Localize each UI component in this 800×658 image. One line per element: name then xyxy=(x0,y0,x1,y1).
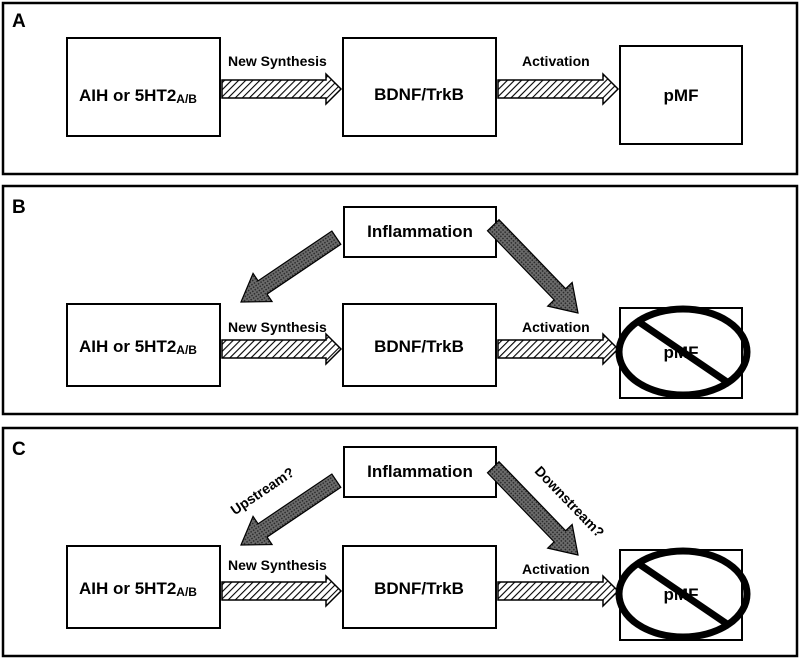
new-synthesis-label: New Synthesis xyxy=(228,557,327,573)
panel-a: A AIH or 5HT2A/B New Synthesis BDNF/TrkB… xyxy=(1,1,799,176)
activation-label: Activation xyxy=(522,319,590,335)
bdnf-box xyxy=(342,303,497,387)
aih-label: AIH or 5HT2A/B xyxy=(79,337,197,357)
bdnf-box xyxy=(342,37,497,137)
upstream-arrow xyxy=(240,473,342,546)
activation-label: Activation xyxy=(522,53,590,69)
aih-label: AIH or 5HT2A/B xyxy=(79,86,197,106)
prohibition-slash xyxy=(634,317,732,387)
bdnf-box xyxy=(342,545,497,629)
aih-label: AIH or 5HT2A/B xyxy=(79,579,197,599)
aih-box xyxy=(66,303,221,387)
inflammation-box xyxy=(343,206,497,258)
aih-box xyxy=(66,37,221,137)
aih-box xyxy=(66,545,221,629)
activation-label: Activation xyxy=(522,561,590,577)
prohibition-slash xyxy=(634,559,732,629)
panel-b: B Inflammation AIH or 5HT2A/B New Synthe… xyxy=(1,184,799,416)
inflammation-label: Inflammation xyxy=(367,462,473,481)
panel-c: C Inflammation Upstream? Downstream? AIH… xyxy=(1,426,799,658)
inflammation-to-aih-arrow xyxy=(240,230,342,303)
pmf-box xyxy=(619,45,743,145)
new-synthesis-label: New Synthesis xyxy=(228,53,327,69)
prohibition-circle xyxy=(615,547,751,641)
panel-b-letter: B xyxy=(12,197,26,218)
bdnf-label: BDNF/TrkB xyxy=(374,579,464,598)
panel-c-letter: C xyxy=(12,439,26,460)
activation-arrow xyxy=(497,574,620,608)
panel-a-letter: A xyxy=(12,11,26,32)
pmf-label: pMF xyxy=(664,86,699,105)
inflammation-label: Inflammation xyxy=(367,222,473,241)
bdnf-label: BDNF/TrkB xyxy=(374,85,464,104)
new-synthesis-arrow xyxy=(221,72,343,106)
inflammation-box xyxy=(343,446,497,498)
activation-arrow xyxy=(497,72,620,106)
activation-arrow xyxy=(497,332,620,366)
inflammation-to-pmf-arrow xyxy=(486,218,579,314)
downstream-arrow xyxy=(486,460,579,556)
new-synthesis-arrow xyxy=(221,332,343,366)
prohibition-circle xyxy=(615,305,751,399)
new-synthesis-arrow xyxy=(221,574,343,608)
bdnf-label: BDNF/TrkB xyxy=(374,337,464,356)
new-synthesis-label: New Synthesis xyxy=(228,319,327,335)
